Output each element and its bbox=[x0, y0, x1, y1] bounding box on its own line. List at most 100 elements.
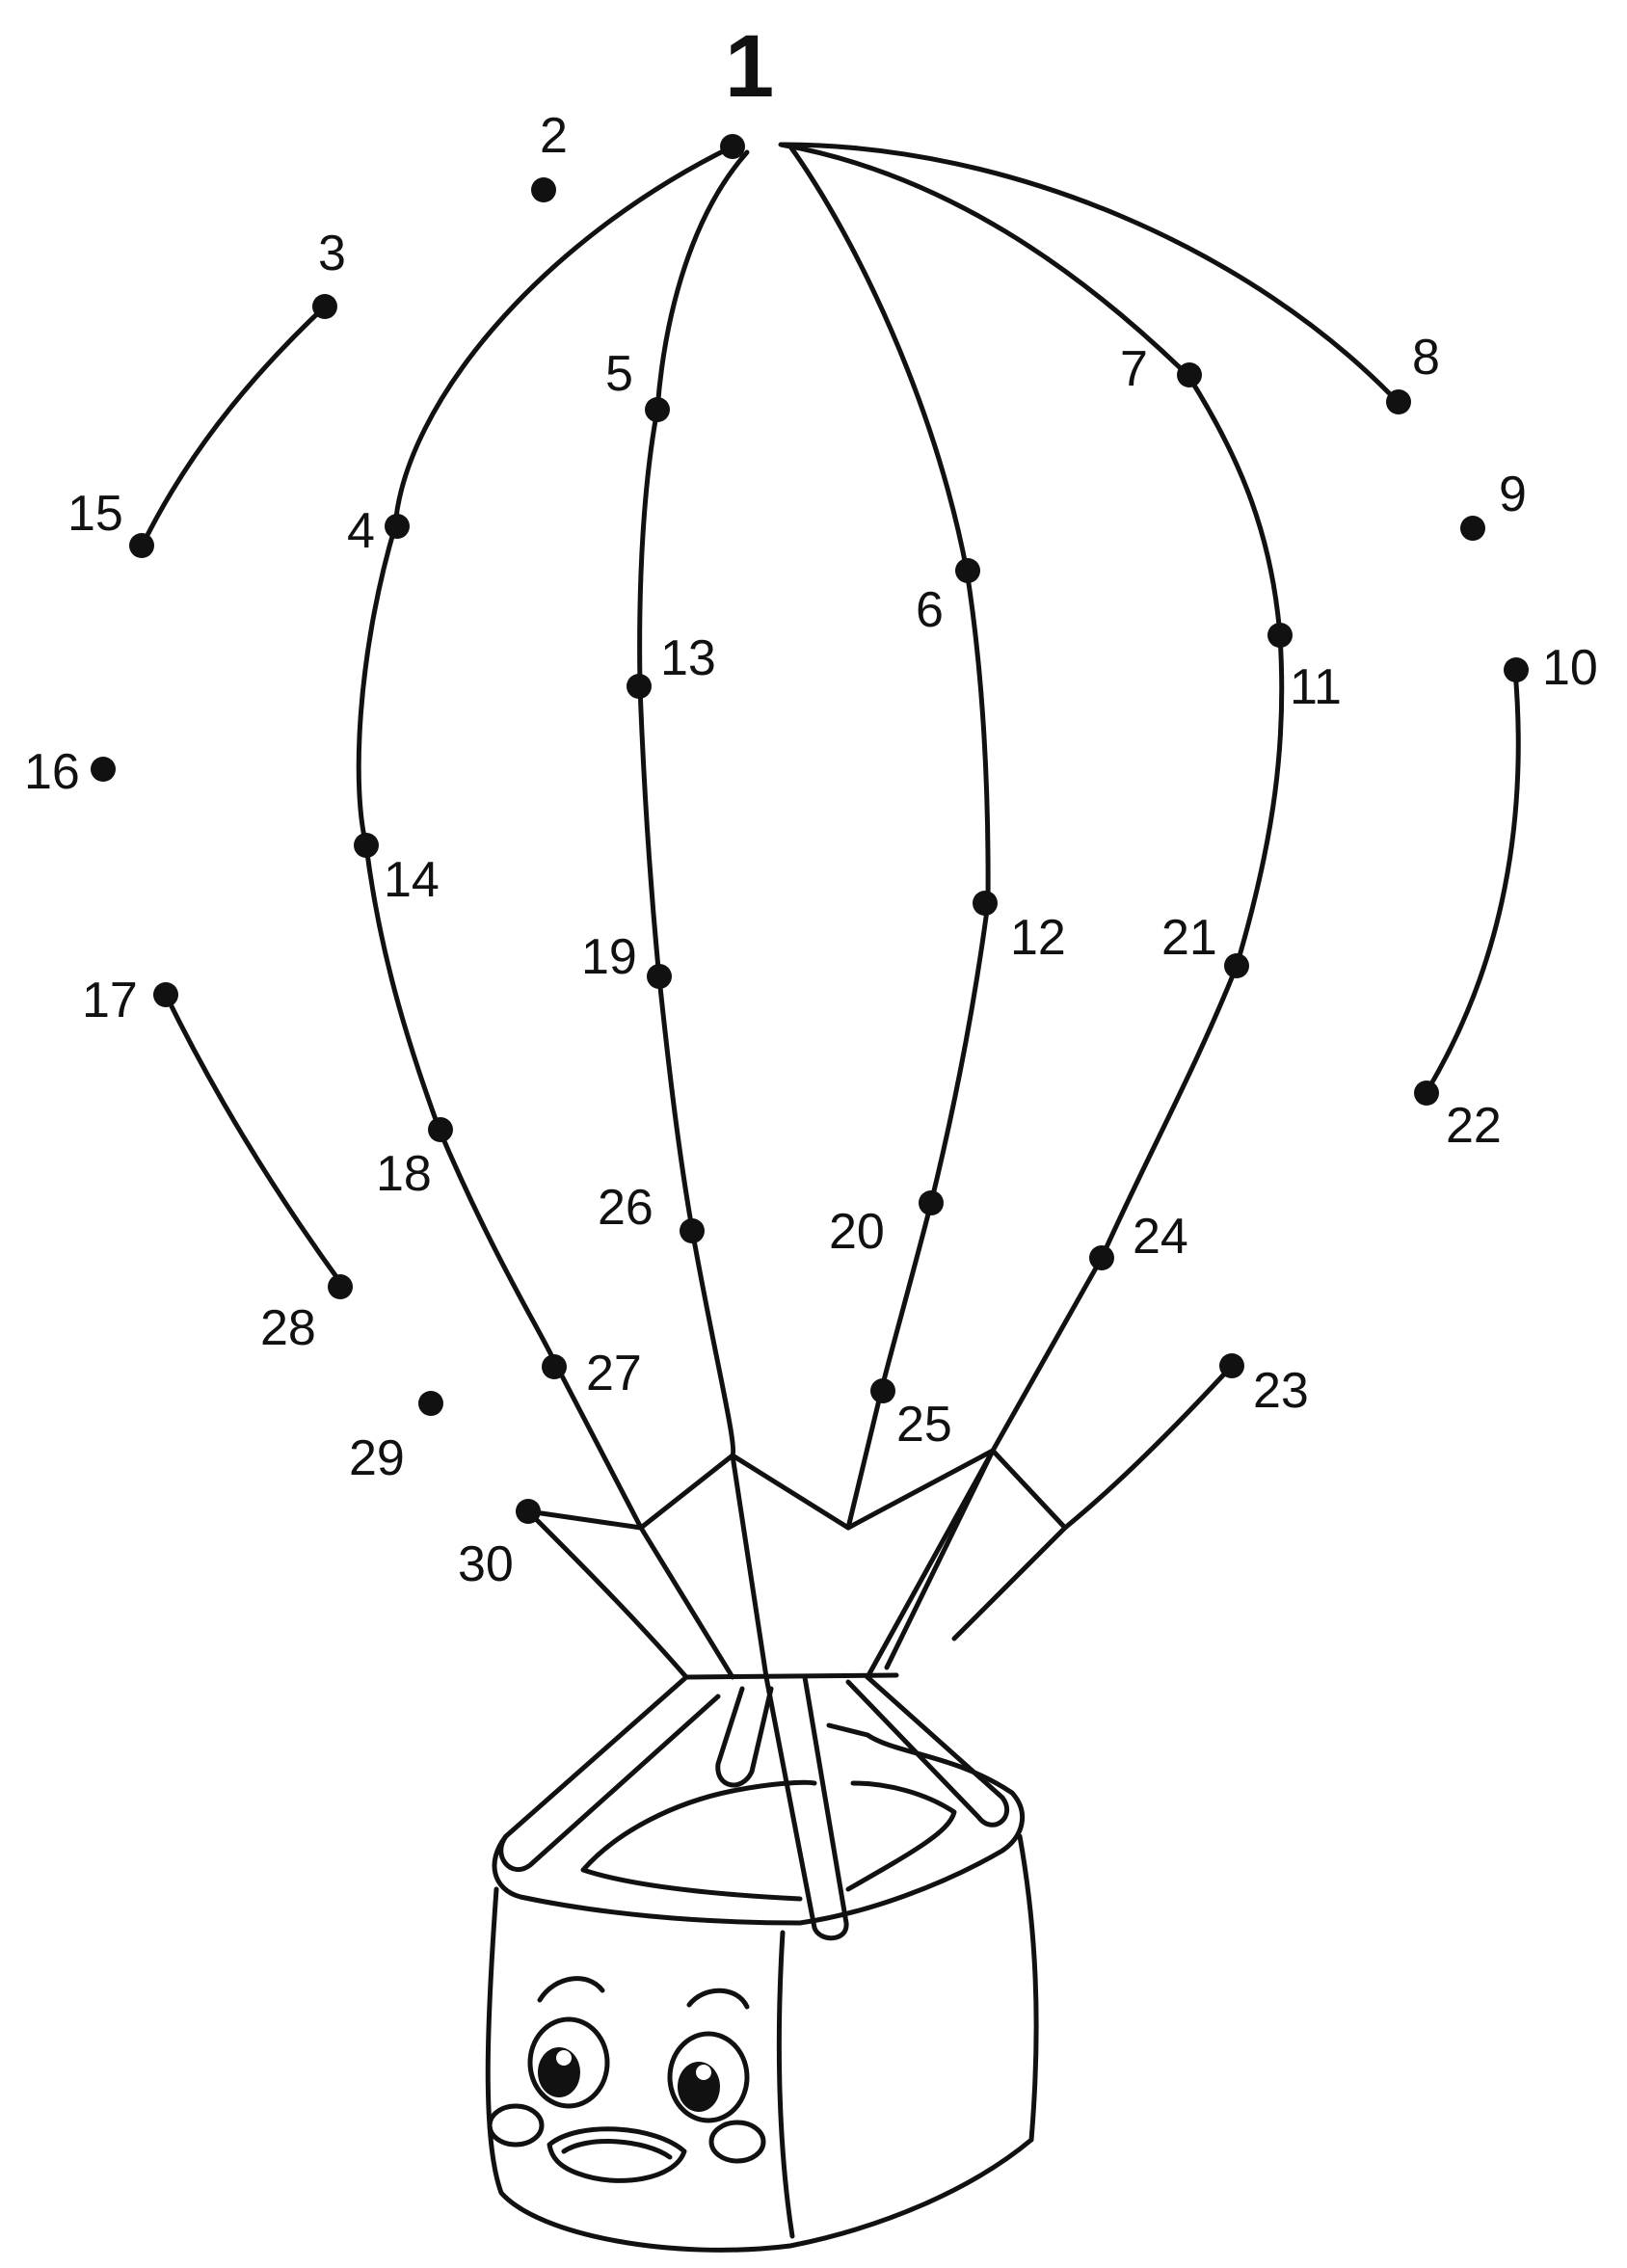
dot-marker-28 bbox=[328, 1274, 353, 1299]
basket-strut-right bbox=[845, 1674, 1010, 1828]
balloon-left-edge bbox=[356, 144, 735, 1531]
dot-5: 5 bbox=[605, 346, 670, 422]
dot-28: 28 bbox=[260, 1274, 353, 1356]
dot-number-3: 3 bbox=[318, 226, 346, 281]
left-cheek bbox=[487, 2103, 545, 2148]
rope-23 bbox=[951, 1363, 1235, 1641]
basket-face bbox=[487, 1976, 766, 2183]
dot-marker-22 bbox=[1414, 1081, 1439, 1106]
balloon-outline bbox=[140, 142, 1521, 1680]
dot-number-24: 24 bbox=[1133, 1209, 1188, 1265]
dot-number-10: 10 bbox=[1542, 640, 1598, 696]
dot-number-15: 15 bbox=[67, 486, 123, 542]
dot-marker-4 bbox=[385, 514, 410, 539]
dot-number-7: 7 bbox=[1120, 341, 1148, 397]
dot-19: 19 bbox=[581, 929, 672, 989]
dot-9: 9 bbox=[1460, 467, 1527, 541]
dot-number-21: 21 bbox=[1161, 910, 1217, 966]
arc-17-28 bbox=[163, 992, 345, 1288]
dot-marker-15 bbox=[129, 533, 154, 558]
dot-10: 10 bbox=[1504, 640, 1598, 696]
dot-marker-13 bbox=[627, 674, 652, 699]
dot-number-14: 14 bbox=[384, 852, 440, 908]
basket-seam bbox=[776, 1930, 795, 2239]
dot-marker-17 bbox=[153, 982, 178, 1007]
dot-marker-8 bbox=[1386, 389, 1411, 414]
dot-marker-19 bbox=[647, 964, 672, 989]
rope-center-right bbox=[865, 1448, 996, 1680]
dot-number-22: 22 bbox=[1446, 1098, 1502, 1154]
basket-top-band bbox=[683, 1672, 899, 1680]
rope-30-lower bbox=[525, 1508, 689, 1680]
dot-marker-26 bbox=[680, 1218, 705, 1243]
dot-20: 20 bbox=[829, 1190, 944, 1260]
dot-17: 17 bbox=[82, 973, 178, 1028]
dot-number-2: 2 bbox=[540, 108, 568, 164]
dot-marker-12 bbox=[973, 891, 998, 916]
dot-marker-16 bbox=[91, 757, 116, 782]
dot-12: 12 bbox=[973, 891, 1066, 966]
dot-marker-27 bbox=[542, 1354, 567, 1379]
dot-number-17: 17 bbox=[82, 973, 138, 1028]
dot-marker-23 bbox=[1219, 1353, 1244, 1378]
dot-3: 3 bbox=[312, 226, 346, 319]
dot-6: 6 bbox=[916, 558, 980, 638]
basket-inner-rim bbox=[580, 1779, 957, 1902]
right-eye-shine bbox=[696, 2065, 711, 2080]
dot-marker-9 bbox=[1460, 516, 1485, 541]
dot-number-30: 30 bbox=[458, 1536, 514, 1592]
dot-number-16: 16 bbox=[24, 744, 80, 800]
dot-14: 14 bbox=[354, 833, 440, 908]
dot-number-12: 12 bbox=[1010, 910, 1066, 966]
dot-4: 4 bbox=[347, 503, 410, 559]
mouth-inner bbox=[561, 2139, 673, 2160]
dot-number-27: 27 bbox=[586, 1346, 642, 1401]
dot-29: 29 bbox=[349, 1391, 443, 1486]
right-eye bbox=[667, 2031, 750, 2123]
left-eyebrow bbox=[537, 1976, 605, 2003]
rigging-zigzag bbox=[638, 1448, 1068, 1531]
dot-number-19: 19 bbox=[581, 929, 637, 985]
dot-number-29: 29 bbox=[349, 1430, 405, 1486]
dot-marker-7 bbox=[1177, 362, 1202, 387]
dot-26: 26 bbox=[598, 1180, 705, 1243]
dot-24: 24 bbox=[1089, 1209, 1188, 1270]
dot-18: 18 bbox=[376, 1117, 453, 1202]
dot-number-26: 26 bbox=[598, 1180, 653, 1236]
dot-16: 16 bbox=[24, 744, 116, 800]
dot-number-5: 5 bbox=[605, 346, 633, 402]
dot-number-6: 6 bbox=[916, 582, 944, 638]
dot-15: 15 bbox=[67, 486, 154, 558]
dot-marker-30 bbox=[516, 1499, 541, 1524]
dot-number-11: 11 bbox=[1290, 659, 1342, 715]
dot-number-28: 28 bbox=[260, 1300, 316, 1356]
basket bbox=[485, 1674, 1039, 2253]
balloon-gore-right-inner bbox=[787, 144, 991, 1531]
dot-number-1: 1 bbox=[725, 17, 774, 116]
balloon-rigging bbox=[525, 1363, 1235, 1680]
dot-number-13: 13 bbox=[660, 630, 716, 686]
dot-marker-24 bbox=[1089, 1245, 1114, 1270]
left-eye bbox=[527, 2016, 610, 2109]
dot-marker-2 bbox=[531, 177, 556, 202]
dot-marker-1 bbox=[720, 134, 745, 159]
dot-1: 1 bbox=[720, 17, 774, 159]
dot-13: 13 bbox=[627, 630, 716, 699]
dot-number-20: 20 bbox=[829, 1204, 885, 1260]
mouth bbox=[547, 2126, 687, 2183]
basket-strut-left bbox=[498, 1674, 721, 1873]
dot-marker-18 bbox=[428, 1117, 453, 1142]
arc-10-22 bbox=[1424, 668, 1521, 1095]
dot-marker-20 bbox=[919, 1190, 944, 1215]
dot-marker-25 bbox=[870, 1378, 895, 1403]
arc-3-15 bbox=[140, 304, 328, 547]
basket-rim bbox=[492, 1722, 1025, 1926]
dot-25: 25 bbox=[870, 1378, 952, 1453]
dot-marker-10 bbox=[1504, 657, 1529, 682]
dot-7: 7 bbox=[1120, 341, 1202, 397]
dot-2: 2 bbox=[531, 108, 568, 202]
right-eyebrow bbox=[686, 1988, 750, 2010]
balloon-top-arc bbox=[780, 142, 1400, 405]
